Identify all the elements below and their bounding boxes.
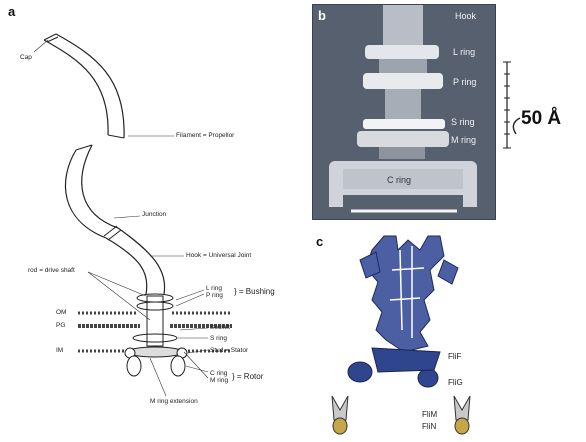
panel-label-b: b	[318, 8, 326, 23]
label-flim: FliM	[422, 410, 437, 419]
flif-structure	[360, 236, 458, 352]
label-flig: FliG	[448, 378, 463, 387]
label-flif: FliF	[448, 352, 461, 361]
flim-flin-right	[454, 396, 470, 434]
flig-structure	[348, 348, 440, 387]
label-flin: FliN	[422, 422, 436, 431]
flim-flin-left	[332, 396, 348, 434]
